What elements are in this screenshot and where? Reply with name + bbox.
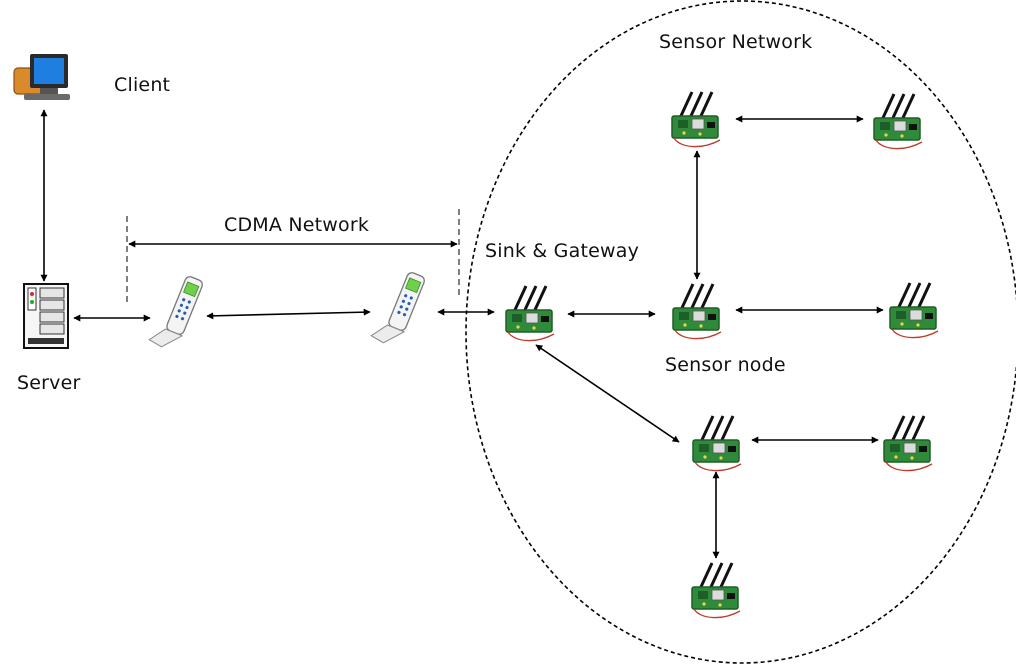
sensor-node-label: Sensor node — [665, 354, 786, 376]
wireless-sensor-board-icon — [882, 414, 934, 473]
desktop-computer-icon — [13, 54, 70, 100]
sink-gateway-label: Sink & Gateway — [485, 240, 640, 262]
sink-lower-node-link — [535, 344, 680, 443]
wireless-sensor-board-icon — [691, 414, 743, 473]
phone-phone-link — [206, 308, 371, 320]
cdma-phone-icon — [147, 270, 205, 354]
wireless-sensor-board-icon — [671, 282, 723, 341]
sensor-network-boundary — [465, 0, 1016, 664]
cdma-network-label: CDMA Network — [224, 214, 370, 236]
wireless-sensor-board-icon — [872, 92, 924, 151]
client-label: Client — [114, 74, 171, 96]
sensor-network-label: Sensor Network — [659, 31, 813, 53]
server-tower-icon — [23, 283, 69, 349]
cdma-phone-icon — [369, 266, 427, 350]
server-label: Server — [17, 372, 81, 394]
wireless-sensor-board-icon — [690, 561, 742, 620]
wireless-sensor-board-icon — [888, 281, 940, 340]
sink-gateway-sensor-icon — [504, 284, 556, 343]
wireless-sensor-board-icon — [670, 90, 722, 149]
